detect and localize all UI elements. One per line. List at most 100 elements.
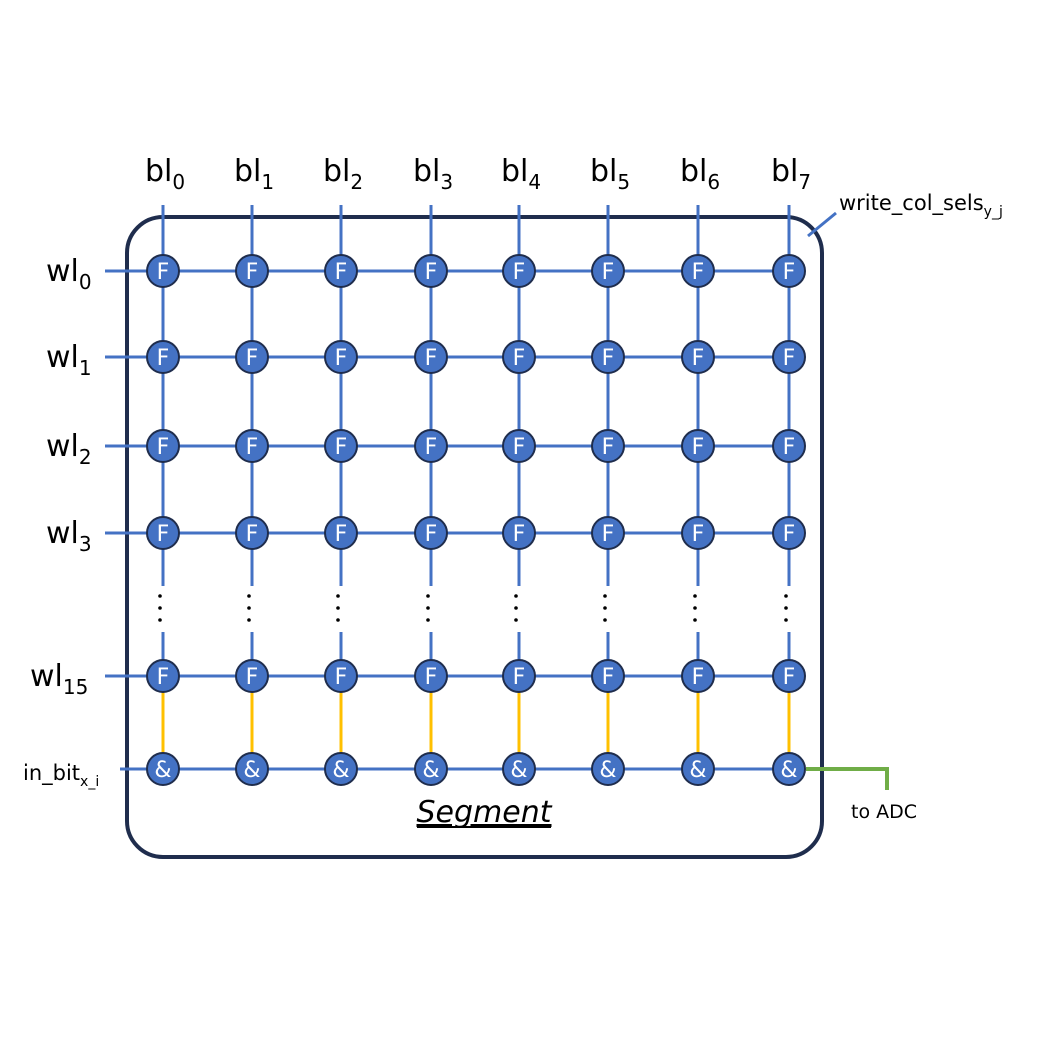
ellipsis-dot — [784, 618, 788, 622]
bitline-label-base: bl — [145, 154, 172, 189]
cell-symbol: F — [692, 260, 705, 285]
cell-r3-c0: F — [146, 516, 180, 550]
cell-circle — [324, 340, 358, 374]
bitline-label-base: bl — [771, 154, 798, 189]
wordline-label-0: wl0 — [46, 254, 92, 294]
bitline-label-base: bl — [590, 154, 617, 189]
cell-symbol: F — [783, 435, 796, 460]
cell-r4-c7: F — [772, 659, 806, 693]
wordline-label-2: wl2 — [46, 429, 92, 469]
cell-circle — [502, 254, 536, 288]
ellipsis-dot — [158, 594, 162, 598]
bitline-label-sub: 3 — [440, 170, 453, 194]
cell-r1-c6: F — [681, 340, 715, 374]
cell-symbol: F — [425, 435, 438, 460]
cell-symbol: F — [783, 665, 796, 690]
cell-circle — [414, 516, 448, 550]
write-col-sels-wire — [807, 211, 837, 238]
cell-circle — [235, 516, 269, 550]
cell-symbol: F — [425, 522, 438, 547]
cell-circle — [772, 516, 806, 550]
bitline-label-sub: 7 — [798, 170, 811, 194]
cell-symbol: F — [157, 260, 170, 285]
and-gate-0: & — [146, 752, 180, 786]
cell-circle — [681, 659, 715, 693]
cell-circle — [502, 516, 536, 550]
cell-circle — [681, 340, 715, 374]
ellipsis-2 — [336, 594, 340, 622]
wordline-label-base: wl — [46, 340, 79, 375]
ellipsis-6 — [693, 594, 697, 622]
ellipsis-dot — [693, 606, 697, 610]
cell-r2-c7: F — [772, 429, 806, 463]
cell-symbol: F — [246, 346, 259, 371]
cell-symbol: F — [602, 522, 615, 547]
cell-circle — [146, 429, 180, 463]
cell-symbol: F — [335, 522, 348, 547]
in-bit-label: in_bitx_i — [23, 761, 99, 790]
ellipsis-dot — [514, 606, 518, 610]
and-gate-4: & — [502, 752, 536, 786]
wordline-label-1: wl1 — [46, 340, 92, 380]
and-gate-1: & — [235, 752, 269, 786]
cell-symbol: F — [513, 260, 526, 285]
cell-r0-c2: F — [324, 254, 358, 288]
bitline-label-0: bl0 — [145, 154, 185, 194]
cell-symbol: F — [246, 260, 259, 285]
and-gate-row: &&&&&&&& — [146, 752, 806, 786]
cell-circle — [502, 340, 536, 374]
ellipsis-dot — [603, 606, 607, 610]
cell-circle — [324, 429, 358, 463]
ellipsis-dot — [426, 594, 430, 598]
wordline-label-sub: 3 — [79, 532, 92, 556]
in-bit-base: in_bit — [23, 761, 80, 786]
cell-circle — [591, 254, 625, 288]
ellipsis-dot — [514, 618, 518, 622]
cell-circle — [681, 516, 715, 550]
cell-symbol: F — [157, 522, 170, 547]
write-col-sels-sub: y_j — [984, 204, 1003, 220]
and-gate-7: & — [772, 752, 806, 786]
ellipsis-dot — [336, 594, 340, 598]
ellipsis-row — [158, 594, 788, 622]
cell-circle — [235, 254, 269, 288]
cell-circle — [235, 429, 269, 463]
bitline-label-sub: 1 — [261, 170, 274, 194]
ellipsis-5 — [603, 594, 607, 622]
and-symbol: & — [599, 758, 616, 783]
cell-circle — [324, 516, 358, 550]
cell-r1-c7: F — [772, 340, 806, 374]
cell-circle — [235, 659, 269, 693]
bitline-label-base: bl — [680, 154, 707, 189]
and-symbol: & — [332, 758, 349, 783]
and-gate-circle — [681, 752, 715, 786]
cell-r0-c0: F — [146, 254, 180, 288]
cell-r3-c3: F — [414, 516, 448, 550]
segment-border — [125, 215, 824, 859]
cell-r1-c4: F — [502, 340, 536, 374]
cell-circle — [502, 659, 536, 693]
ellipsis-dot — [247, 606, 251, 610]
cell-r1-c1: F — [235, 340, 269, 374]
cell-symbol: F — [246, 665, 259, 690]
cell-symbol: F — [425, 346, 438, 371]
cell-r3-c2: F — [324, 516, 358, 550]
wordline-label-sub: 0 — [79, 270, 92, 294]
cell-symbol: F — [246, 435, 259, 460]
bitline-label-sub: 5 — [617, 170, 630, 194]
bitline-label-4: bl4 — [501, 154, 541, 194]
and-gate-5: & — [591, 752, 625, 786]
write-col-sels-base: write_col_sels — [839, 191, 984, 216]
cell-r4-c4: F — [502, 659, 536, 693]
ellipsis-dot — [247, 594, 251, 598]
cell-symbol: F — [335, 260, 348, 285]
cell-circle — [414, 659, 448, 693]
cell-symbol: F — [692, 665, 705, 690]
and-gate-circle — [591, 752, 625, 786]
cell-symbol: F — [425, 260, 438, 285]
bitline-label-sub: 0 — [172, 170, 185, 194]
cell-r3-c7: F — [772, 516, 806, 550]
ellipsis-dot — [603, 594, 607, 598]
